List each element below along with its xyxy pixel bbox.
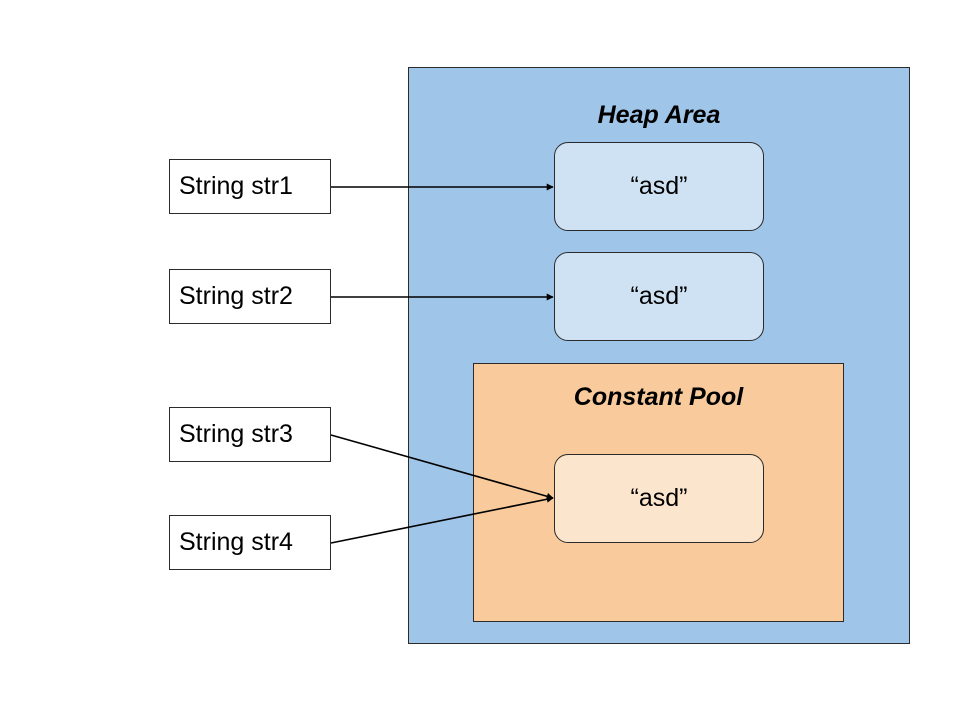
reference-str4: String str4 bbox=[169, 515, 331, 570]
reference-str3: String str3 bbox=[169, 407, 331, 462]
heap-area-title: Heap Area bbox=[597, 101, 721, 129]
heap-string-object-1: “asd” bbox=[554, 142, 764, 231]
reference-str2: String str2 bbox=[169, 269, 331, 324]
reference-str1: String str1 bbox=[169, 159, 331, 214]
heap-string-object-2: “asd” bbox=[554, 252, 764, 341]
constant-pool-title: Constant Pool bbox=[573, 383, 744, 411]
pool-string-object: “asd” bbox=[554, 454, 764, 543]
